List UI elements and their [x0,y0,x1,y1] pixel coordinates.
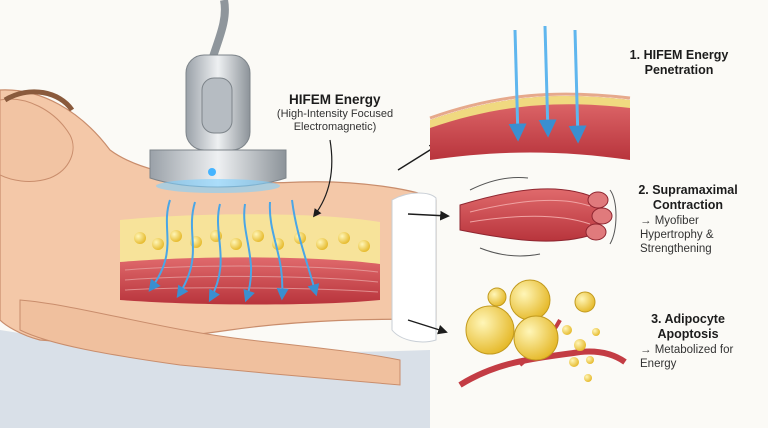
indicator-light [208,168,216,176]
step-3-title: 3. Adipocyte Apoptosis [651,312,725,342]
step3-fat-cells [465,279,600,382]
step-2-label: 2. Supramaximal Contraction → Myofiber H… [628,183,748,256]
step-3-label: 3. Adipocyte Apoptosis → Metabolized for… [628,312,748,371]
step-2-detail: → Myofiber Hypertrophy & Strengthening [640,214,714,255]
step1-tissue [429,92,631,160]
step-1-label: 1. HIFEM Energy Penetration [604,48,754,79]
energy-waves-abdomen [148,199,320,303]
drape [391,192,437,343]
patient-head [0,98,74,182]
step2-muscle-bundle [459,188,613,242]
step-3-detail: → Metabolized for Energy [640,343,734,370]
hifem-energy-subtitle: (High-Intensity Focused Electromagnetic) [276,108,394,134]
applicator-glow [156,179,280,193]
step2-motion-lines [469,177,617,257]
patient-arm [19,299,401,386]
device-cable [208,0,229,62]
step1-energy-beams [508,25,587,144]
hifem-pointer [312,139,333,218]
hifem-energy-title: HIFEM Energy [289,92,381,107]
arrow-to-step2 [407,210,450,221]
hair [3,89,75,112]
step-1-title: 1. HIFEM Energy Penetration [629,48,729,78]
applicator-grip [201,77,233,134]
arrow-to-step3 [407,319,448,335]
step-2-title: 2. Supramaximal Contraction [638,183,738,213]
